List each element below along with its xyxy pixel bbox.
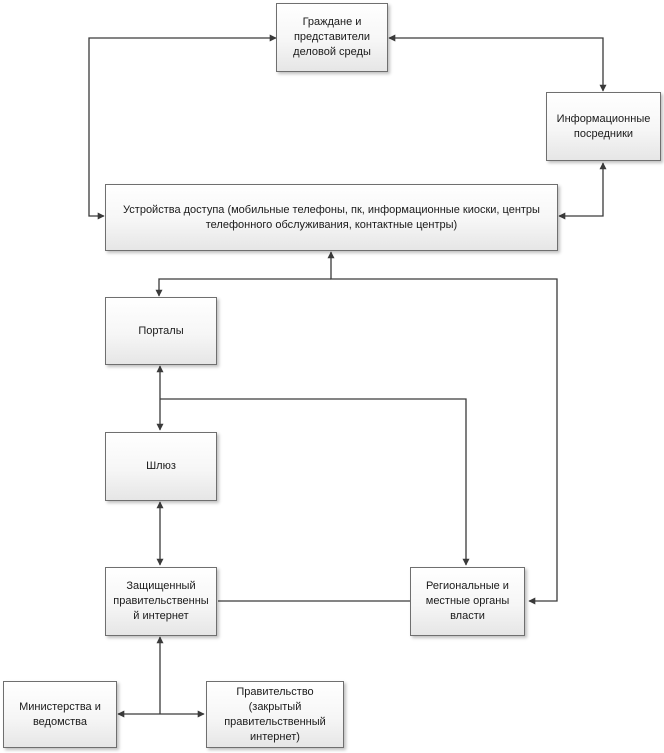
connector-citizens-access xyxy=(88,34,277,220)
regional-node: Региональные и местные органы власти xyxy=(410,567,525,636)
connector-regional-access xyxy=(327,251,558,605)
citizens-node: Граждане и представители деловой среды xyxy=(276,3,388,72)
connector-citizens-intermediaries xyxy=(388,34,607,92)
ministries-node: Министерства и ведомства xyxy=(3,681,117,748)
connector-portals-regional xyxy=(160,398,470,566)
gateway-node: Шлюз xyxy=(105,432,217,501)
government-node: Правительство (закрытый правительственны… xyxy=(206,681,344,748)
portals-node: Порталы xyxy=(105,297,217,365)
connector-intermediaries-access xyxy=(558,162,607,220)
connector-access-portals xyxy=(155,278,331,297)
intermediaries-node: Информационные посредники xyxy=(546,92,661,161)
secure-internet-node: Защищенный правительственны й интернет xyxy=(105,567,217,636)
access-devices-node: Устройства доступа (мобильные телефоны, … xyxy=(105,184,558,251)
